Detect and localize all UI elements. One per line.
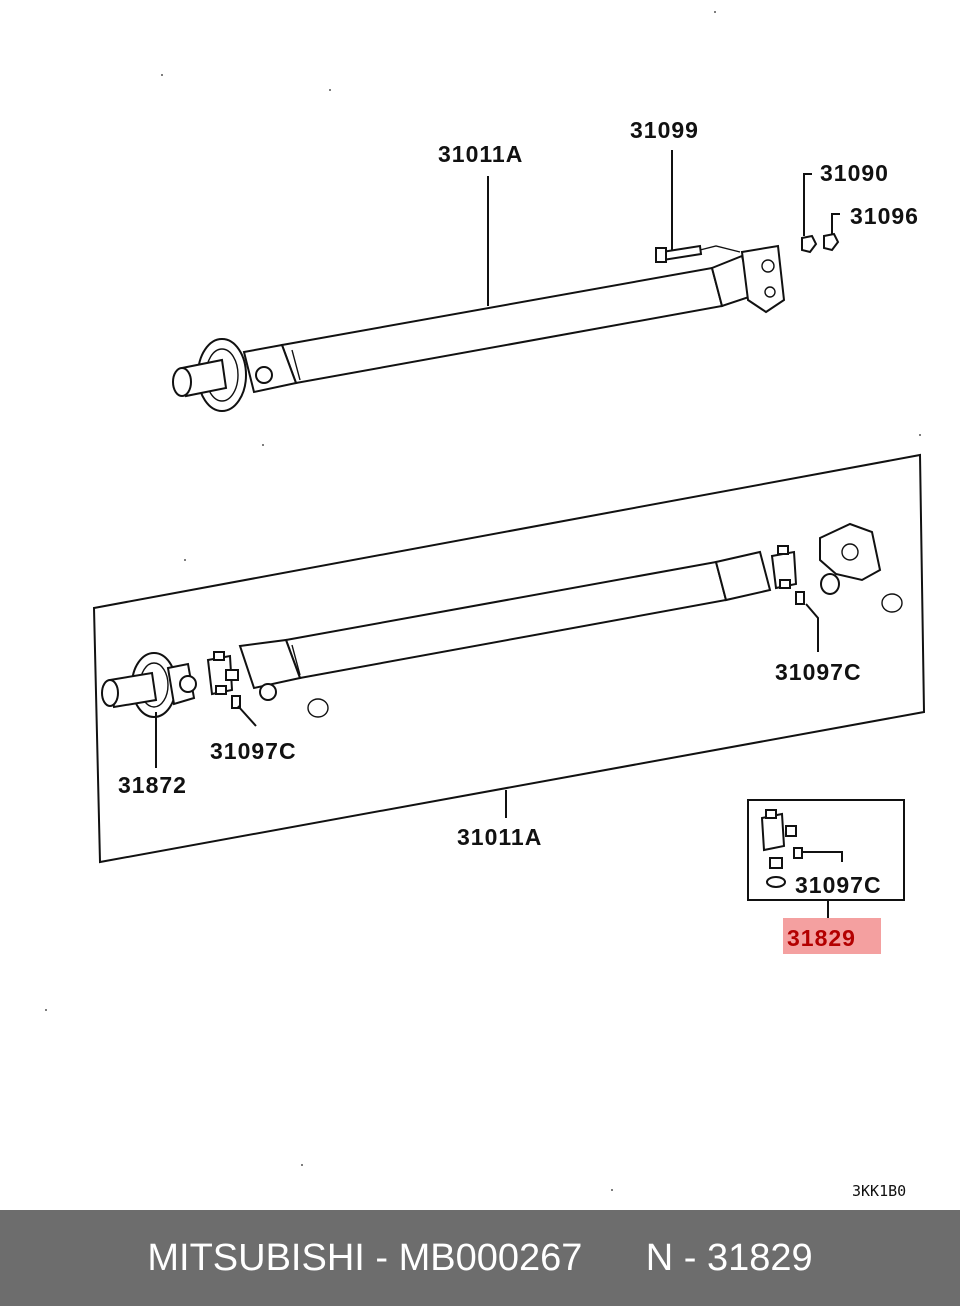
scan-specks <box>45 11 921 1191</box>
label-upper-shaft: 31011A <box>438 141 523 167</box>
upper-leader-lines <box>487 150 840 306</box>
label-lower-shaft: 31011A <box>457 824 542 850</box>
label-grease-right: 31097C <box>775 659 862 685</box>
kit-highlight <box>783 918 881 954</box>
footer-part-info: MITSUBISHI - MB000267 N - 31829 <box>147 1236 813 1279</box>
parts-diagram: 31011A 31099 31090 31096 31097C 31097C 3… <box>45 11 926 1200</box>
lower-assembly-panel <box>92 453 926 864</box>
repair-kit-box <box>747 799 905 918</box>
label-kit-grease: 31097C <box>795 872 882 898</box>
label-bolt: 31099 <box>630 117 699 143</box>
drawing-code: 3KK1B0 <box>852 1182 906 1200</box>
label-nut-b: 31096 <box>850 203 919 229</box>
lower-leader-lines <box>155 603 819 818</box>
upper-propeller-shaft <box>172 232 840 412</box>
footer-bar: MITSUBISHI - MB000267 N - 31829 <box>0 1210 960 1306</box>
label-bearing: 31872 <box>118 772 187 798</box>
label-nut-a: 31090 <box>820 160 889 186</box>
label-kit-highlighted: 31829 <box>787 925 856 951</box>
label-grease-left: 31097C <box>210 738 297 764</box>
